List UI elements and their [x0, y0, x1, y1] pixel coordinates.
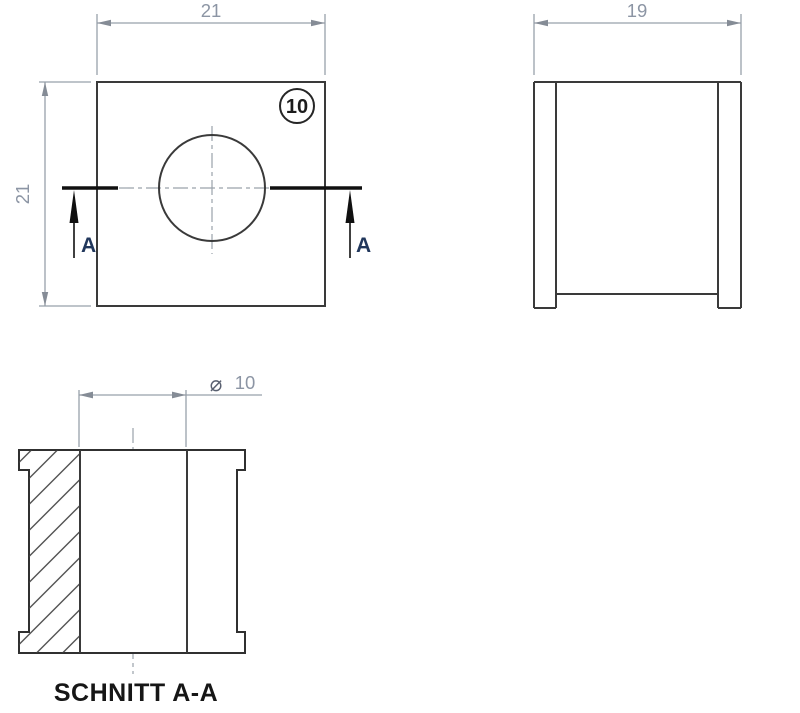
front-view: A A 10 21 21 — [12, 0, 371, 307]
dim-arrow-left — [79, 391, 93, 399]
hole-circle — [158, 134, 266, 242]
part-balloon: 10 — [279, 88, 315, 124]
dim-arrow-bottom — [41, 292, 49, 306]
section-letter-left: A — [81, 234, 96, 257]
dim-value-diameter: 10 — [235, 372, 256, 393]
dim-arrow-left — [534, 19, 548, 27]
balloon-label: 10 — [286, 96, 308, 118]
diameter-symbol: ⌀ — [210, 373, 223, 396]
hatch-area — [19, 450, 80, 653]
dimension-width-21: 21 — [96, 0, 326, 75]
section-arrow-left — [69, 190, 79, 223]
side-view: 19 — [533, 0, 742, 309]
dim-arrow-right — [727, 19, 741, 27]
dimension-depth-19: 19 — [533, 0, 742, 75]
section-title: SCHNITT A-A — [54, 679, 218, 707]
section-arrow-right — [345, 190, 355, 223]
section-view: ⌀ 10 SCHNITT A-A — [18, 372, 262, 707]
dim-value-width: 21 — [201, 0, 222, 21]
dim-arrow-right — [172, 391, 186, 399]
dim-arrow-right — [311, 19, 325, 27]
dimension-diameter-10: ⌀ 10 — [78, 372, 262, 447]
dim-value-height: 21 — [12, 184, 33, 205]
dim-arrow-top — [41, 82, 49, 96]
dim-value-depth: 19 — [627, 0, 648, 21]
dim-arrow-left — [97, 19, 111, 27]
dimension-height-21: 21 — [12, 81, 91, 307]
section-letter-right: A — [356, 234, 371, 257]
cutting-plane-line: A A — [62, 186, 371, 258]
front-outline — [96, 81, 326, 307]
balloon-circle — [279, 88, 315, 124]
